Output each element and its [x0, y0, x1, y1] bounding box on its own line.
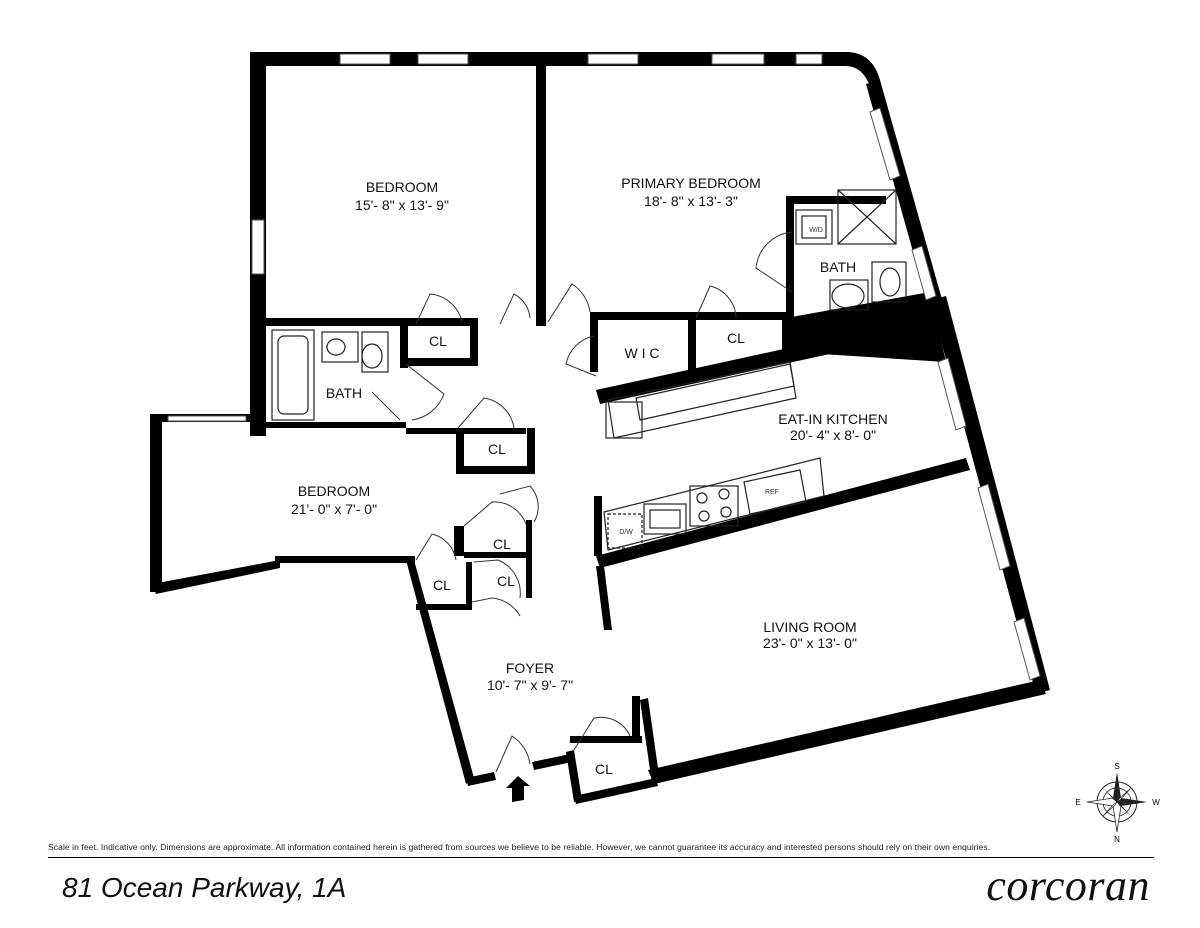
- bath-label-primary: BATH: [820, 259, 856, 275]
- compass-north: N: [1114, 835, 1120, 844]
- bath-label-hall: BATH: [326, 385, 362, 401]
- closet-label-5: CL: [433, 577, 451, 593]
- room-dims-kitchen: 20'- 4" x 8'- 0": [790, 427, 876, 443]
- doors: [371, 231, 793, 773]
- closet-label-3: CL: [488, 441, 506, 457]
- compass-west: W: [1152, 798, 1160, 807]
- room-labels: BEDROOM 15'- 8" x 13'- 9" PRIMARY BEDROO…: [291, 175, 888, 777]
- brand-logo: corcoran: [986, 861, 1150, 910]
- fixtures: W/D D/W REF: [271, 189, 907, 551]
- closet-label-2: CL: [727, 330, 745, 346]
- compass-rose-icon: S N E W: [1075, 762, 1160, 844]
- room-name-primary-bedroom: PRIMARY BEDROOM: [621, 175, 761, 191]
- closet-label-6: CL: [497, 573, 515, 589]
- windows: [167, 53, 1041, 681]
- room-dims-foyer: 10'- 7" x 9'- 7": [487, 677, 573, 693]
- walls: [150, 52, 1050, 804]
- entry-arrow-icon: [506, 776, 530, 802]
- closet-label-7: CL: [595, 761, 613, 777]
- wic-label: W I C: [625, 345, 660, 361]
- room-dims-bedroom-2: 21'- 0" x 7'- 0": [291, 501, 377, 517]
- footer-divider: [48, 857, 1154, 858]
- room-dims-primary-bedroom: 18'- 8" x 13'- 3": [644, 193, 738, 209]
- room-dims-bedroom-1: 15'- 8" x 13'- 9": [355, 197, 449, 213]
- compass-east: E: [1075, 798, 1080, 807]
- closet-label-1: CL: [429, 333, 447, 349]
- closet-label-4: CL: [493, 536, 511, 552]
- room-name-living-room: LIVING ROOM: [763, 619, 856, 635]
- room-dims-living-room: 23'- 0" x 13'- 0": [763, 635, 857, 651]
- room-name-kitchen: EAT-IN KITCHEN: [778, 411, 887, 427]
- room-name-bedroom-2: BEDROOM: [298, 483, 370, 499]
- property-address: 81 Ocean Parkway, 1A: [62, 872, 347, 903]
- disclaimer-text: Scale in feet. Indicative only. Dimensio…: [48, 842, 991, 852]
- room-name-foyer: FOYER: [506, 660, 554, 676]
- compass-south: S: [1114, 762, 1119, 771]
- washer-dryer-label: W/D: [809, 227, 823, 234]
- refrigerator-label: REF: [765, 489, 779, 496]
- room-name-bedroom-1: BEDROOM: [366, 179, 438, 195]
- dishwasher-label: D/W: [619, 529, 633, 536]
